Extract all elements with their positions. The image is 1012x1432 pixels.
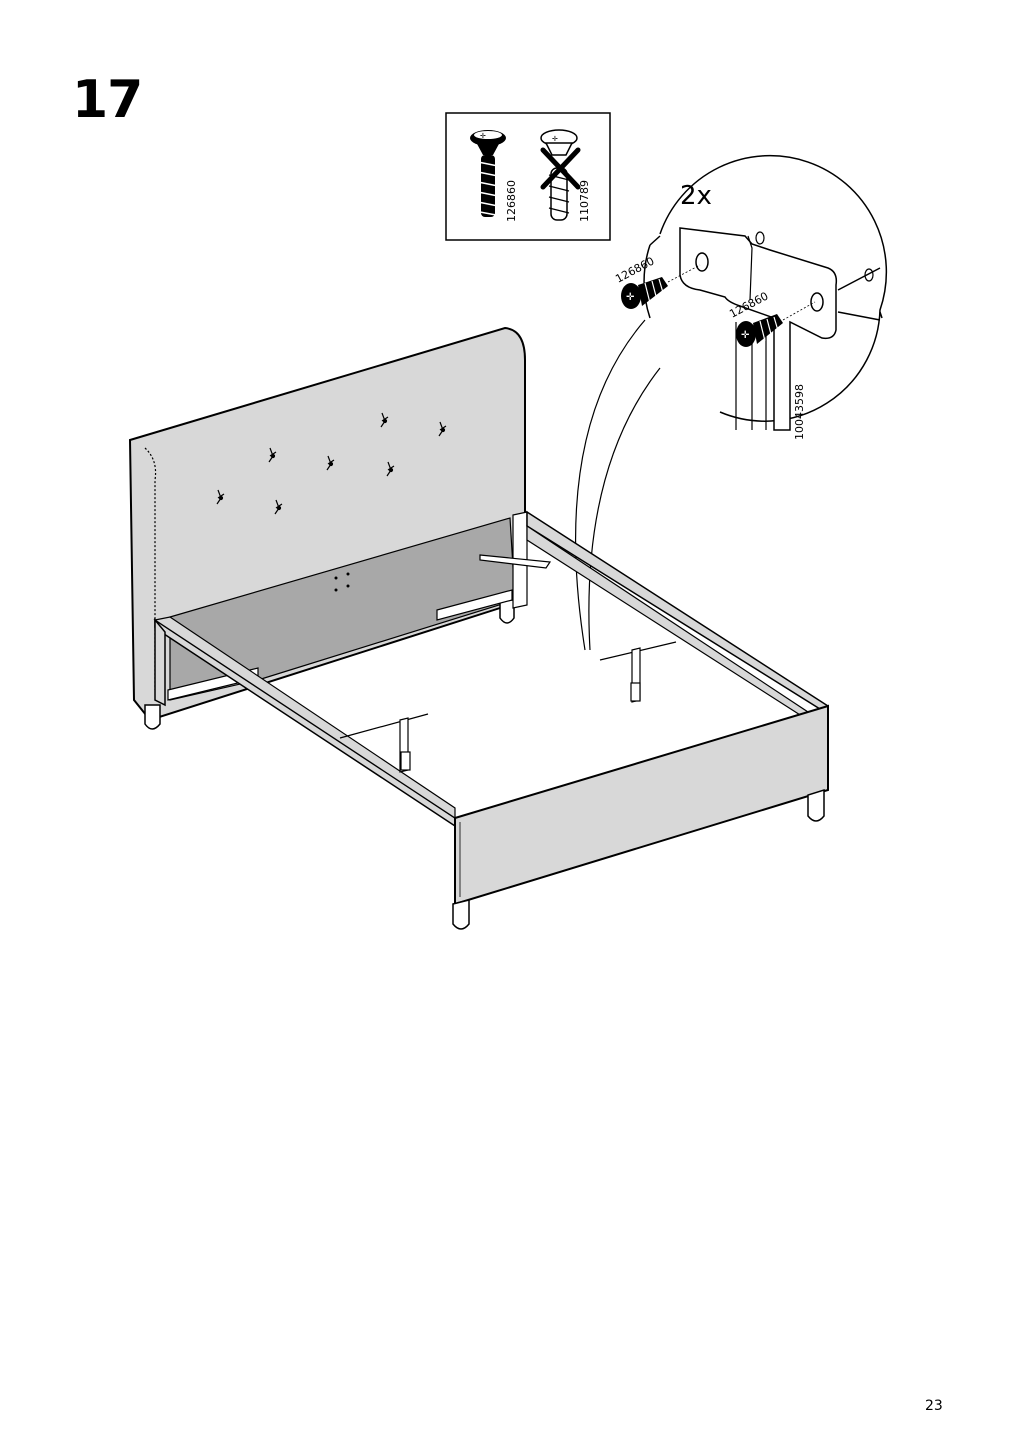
page-number: 23	[925, 1398, 943, 1414]
svg-text:✛: ✛	[552, 135, 558, 143]
inner-board	[169, 517, 516, 701]
screw-icon-1: ✛	[621, 264, 701, 309]
headboard-tufts	[216, 412, 447, 515]
screw-comparison-box: ✛ 126860 ✛ 110789	[445, 112, 611, 241]
detail-magnifier: 2x ✛ 126860 ✛ 126860	[574, 154, 888, 651]
slat-hanger-right	[599, 641, 677, 703]
wrong-screw-icon: ✛	[540, 129, 581, 221]
footboard	[454, 704, 829, 906]
correct-part-number: 126860	[505, 180, 518, 222]
bracket-plate	[679, 227, 881, 431]
step-number: 17	[72, 70, 143, 130]
correct-screw-icon: ✛	[470, 130, 506, 217]
screw-label-1: 126860	[613, 254, 656, 285]
screw-icon-2: ✛	[736, 301, 816, 347]
slat-hanger-left	[339, 713, 429, 773]
quantity-label: 2x	[680, 181, 712, 211]
wrong-part-number: 110789	[578, 180, 591, 222]
side-rail-right	[526, 510, 829, 716]
bed-frame	[128, 326, 829, 930]
svg-text:✛: ✛	[480, 132, 486, 140]
svg-text:✛: ✛	[741, 330, 750, 341]
svg-text:✛: ✛	[626, 292, 635, 303]
component-code: 10043598	[793, 384, 806, 440]
